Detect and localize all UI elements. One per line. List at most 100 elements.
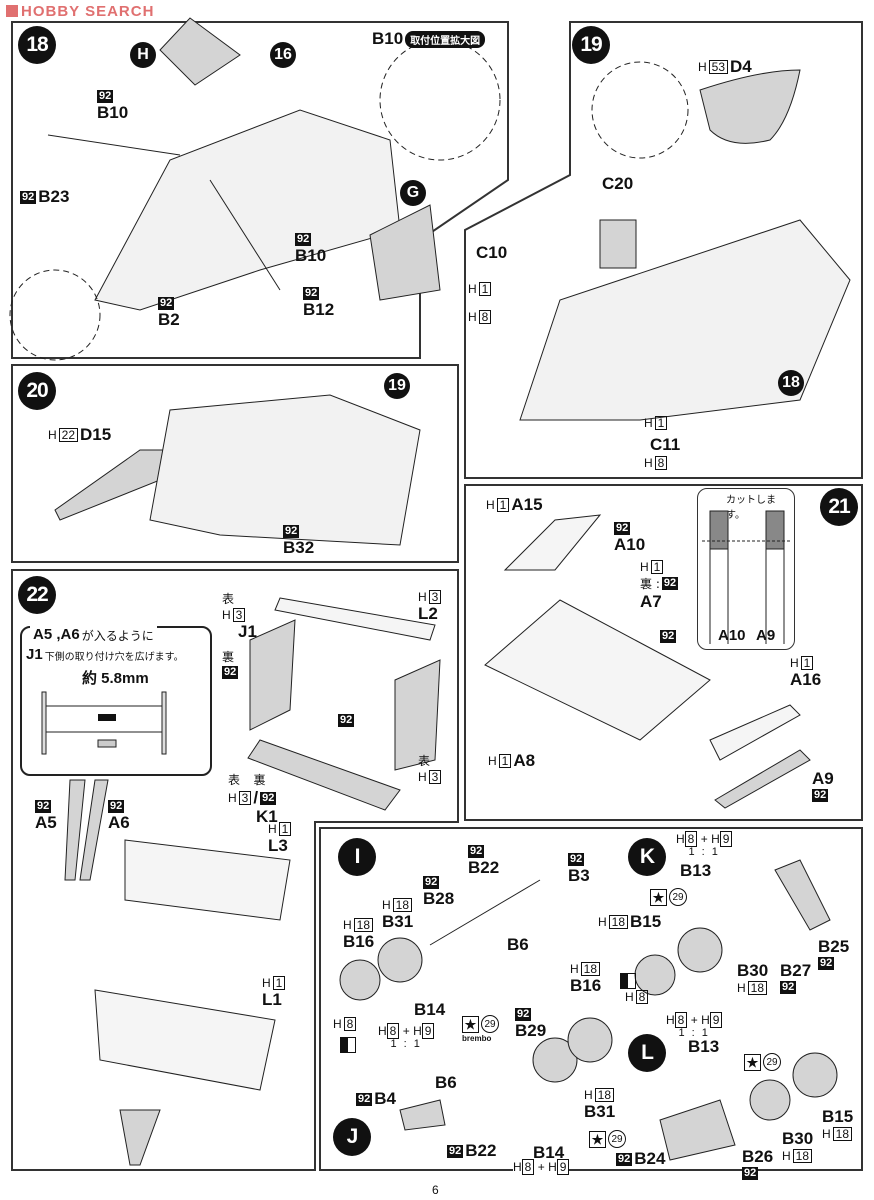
part-j1-right <box>394 659 441 771</box>
cut-label-a9: A9 <box>756 627 776 644</box>
note-dimension: 約 5.8mm <box>82 670 149 687</box>
part-a16 <box>709 704 801 761</box>
cut-diagram <box>702 510 790 644</box>
panel-19-border <box>464 21 863 479</box>
star-decal-l: ★29 <box>744 1053 781 1071</box>
star-icon: ★ <box>589 1130 606 1148</box>
chassis-20 <box>149 394 421 546</box>
ref-h-badge: H <box>130 42 156 68</box>
panel-wheels-border <box>319 827 863 1171</box>
disc-k-b15 <box>634 954 676 996</box>
part-a5-a6 <box>64 779 109 881</box>
part-a15 <box>503 514 602 571</box>
disc-l-b15 <box>792 1052 838 1098</box>
checker-flag-icon <box>340 1037 356 1053</box>
part-c20 <box>599 219 637 269</box>
detail-b2-circle <box>9 269 101 361</box>
page-number: 6 <box>432 1183 439 1197</box>
star-icon: ★ <box>462 1015 479 1033</box>
ref-19-badge: 19 <box>384 373 410 399</box>
part-g-sidepod <box>369 204 441 301</box>
star-icon: ★ <box>650 888 667 906</box>
hobbysearch-logo-icon <box>6 5 18 17</box>
wing-l3 <box>124 839 291 921</box>
upright-l-b24 <box>659 1099 736 1161</box>
step-22-badge: 22 <box>18 576 56 614</box>
watermark: HOBBY SEARCH <box>6 3 154 20</box>
sub-k-badge: K <box>628 838 666 876</box>
panel-20-border <box>11 364 459 563</box>
watermark-text: HOBBY SEARCH <box>21 3 155 20</box>
part-l2 <box>274 597 436 641</box>
label-i-b6: B6 <box>507 935 529 954</box>
label-92-a7-tabs: 92 <box>660 630 677 643</box>
hole-diagram <box>41 691 167 755</box>
label-i-b14: B14 <box>414 1000 446 1019</box>
part-d4-seat <box>699 69 801 144</box>
step-18-badge: 18 <box>18 26 56 64</box>
ref-16-badge: 16 <box>270 42 296 68</box>
label-92-center: 92 <box>338 714 355 727</box>
panel-22-border <box>11 569 459 1171</box>
step-19-badge: 19 <box>572 26 610 64</box>
label-c11: C11 <box>650 435 681 454</box>
panel-21-border <box>464 484 863 821</box>
part-a8-a7-wing <box>484 599 711 741</box>
star-decal-j: ★29 <box>589 1130 626 1148</box>
part-k1 <box>247 739 401 811</box>
sub-l-badge: L <box>628 1034 666 1072</box>
cut-note: カットします。 <box>726 495 776 521</box>
cut-label-a10: A10 <box>718 627 746 644</box>
star-decal-k: ★29 <box>650 888 687 906</box>
wing-pylon <box>119 1109 161 1166</box>
step-21-badge: 21 <box>820 488 858 526</box>
star-icon: ★ <box>744 1053 761 1071</box>
part-j1-left <box>249 619 296 731</box>
disc-i-b16 <box>339 959 381 1001</box>
wing-l1 <box>94 989 276 1091</box>
detail-c20-circle <box>591 61 689 159</box>
detail-title: 取付位置拡大図 <box>405 30 486 48</box>
disc-l-b30 <box>749 1079 791 1121</box>
label-j-b14: B14 <box>533 1143 565 1162</box>
upright-j-b4 <box>399 1099 446 1131</box>
sub-j-badge: J <box>333 1118 371 1156</box>
